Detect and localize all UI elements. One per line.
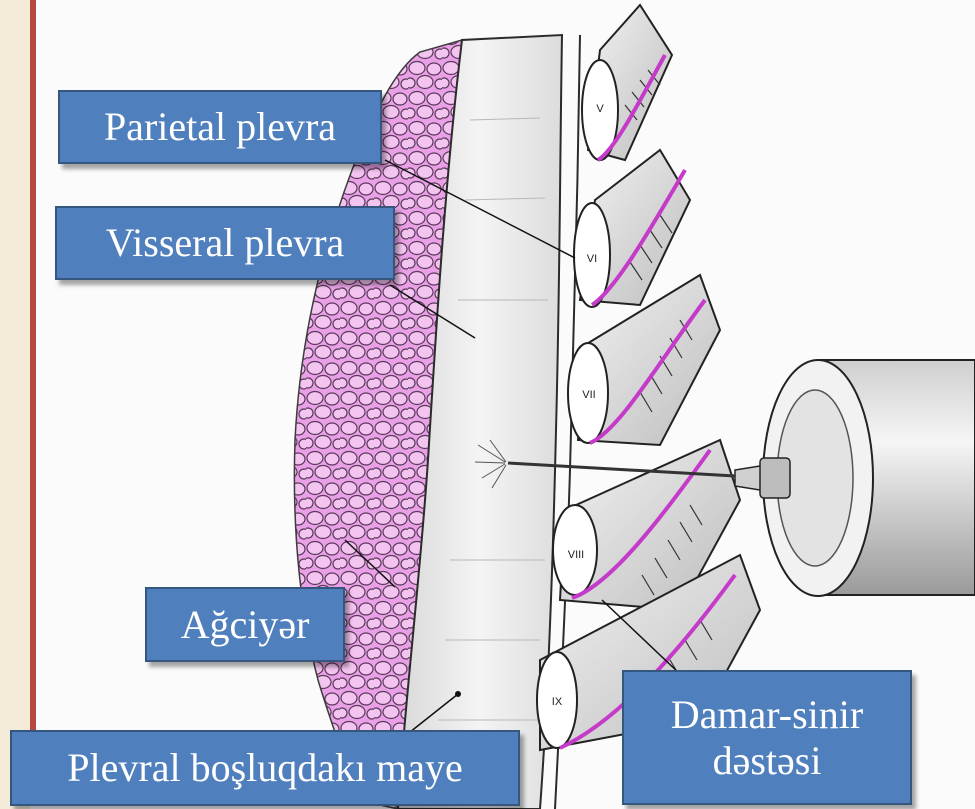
rib-label-v: V	[596, 103, 604, 115]
label-pleural-fluid: Plevral boşluqdakı maye	[10, 730, 520, 806]
rib-label-vii: VII	[582, 389, 595, 401]
label-lung: Ağciyər	[145, 587, 345, 662]
rib-vi	[574, 150, 690, 307]
rib-v	[582, 5, 672, 160]
label-visceral-pleura: Visseral plevra	[55, 206, 395, 280]
rib-label-vi: VI	[587, 253, 597, 265]
label-neurovascular-bundle: Damar-sinir dəstəsi	[622, 670, 912, 805]
ribs	[537, 5, 760, 750]
rib-label-ix: IX	[552, 696, 563, 708]
bundle-label-line1: Damar-sinir	[671, 692, 863, 738]
label-parietal-pleura: Parietal plevra	[58, 90, 382, 164]
rib-label-viii: VIII	[568, 549, 585, 561]
fluid-pointer-dot	[455, 691, 461, 697]
bundle-label-line2: dəstəsi	[713, 738, 822, 784]
